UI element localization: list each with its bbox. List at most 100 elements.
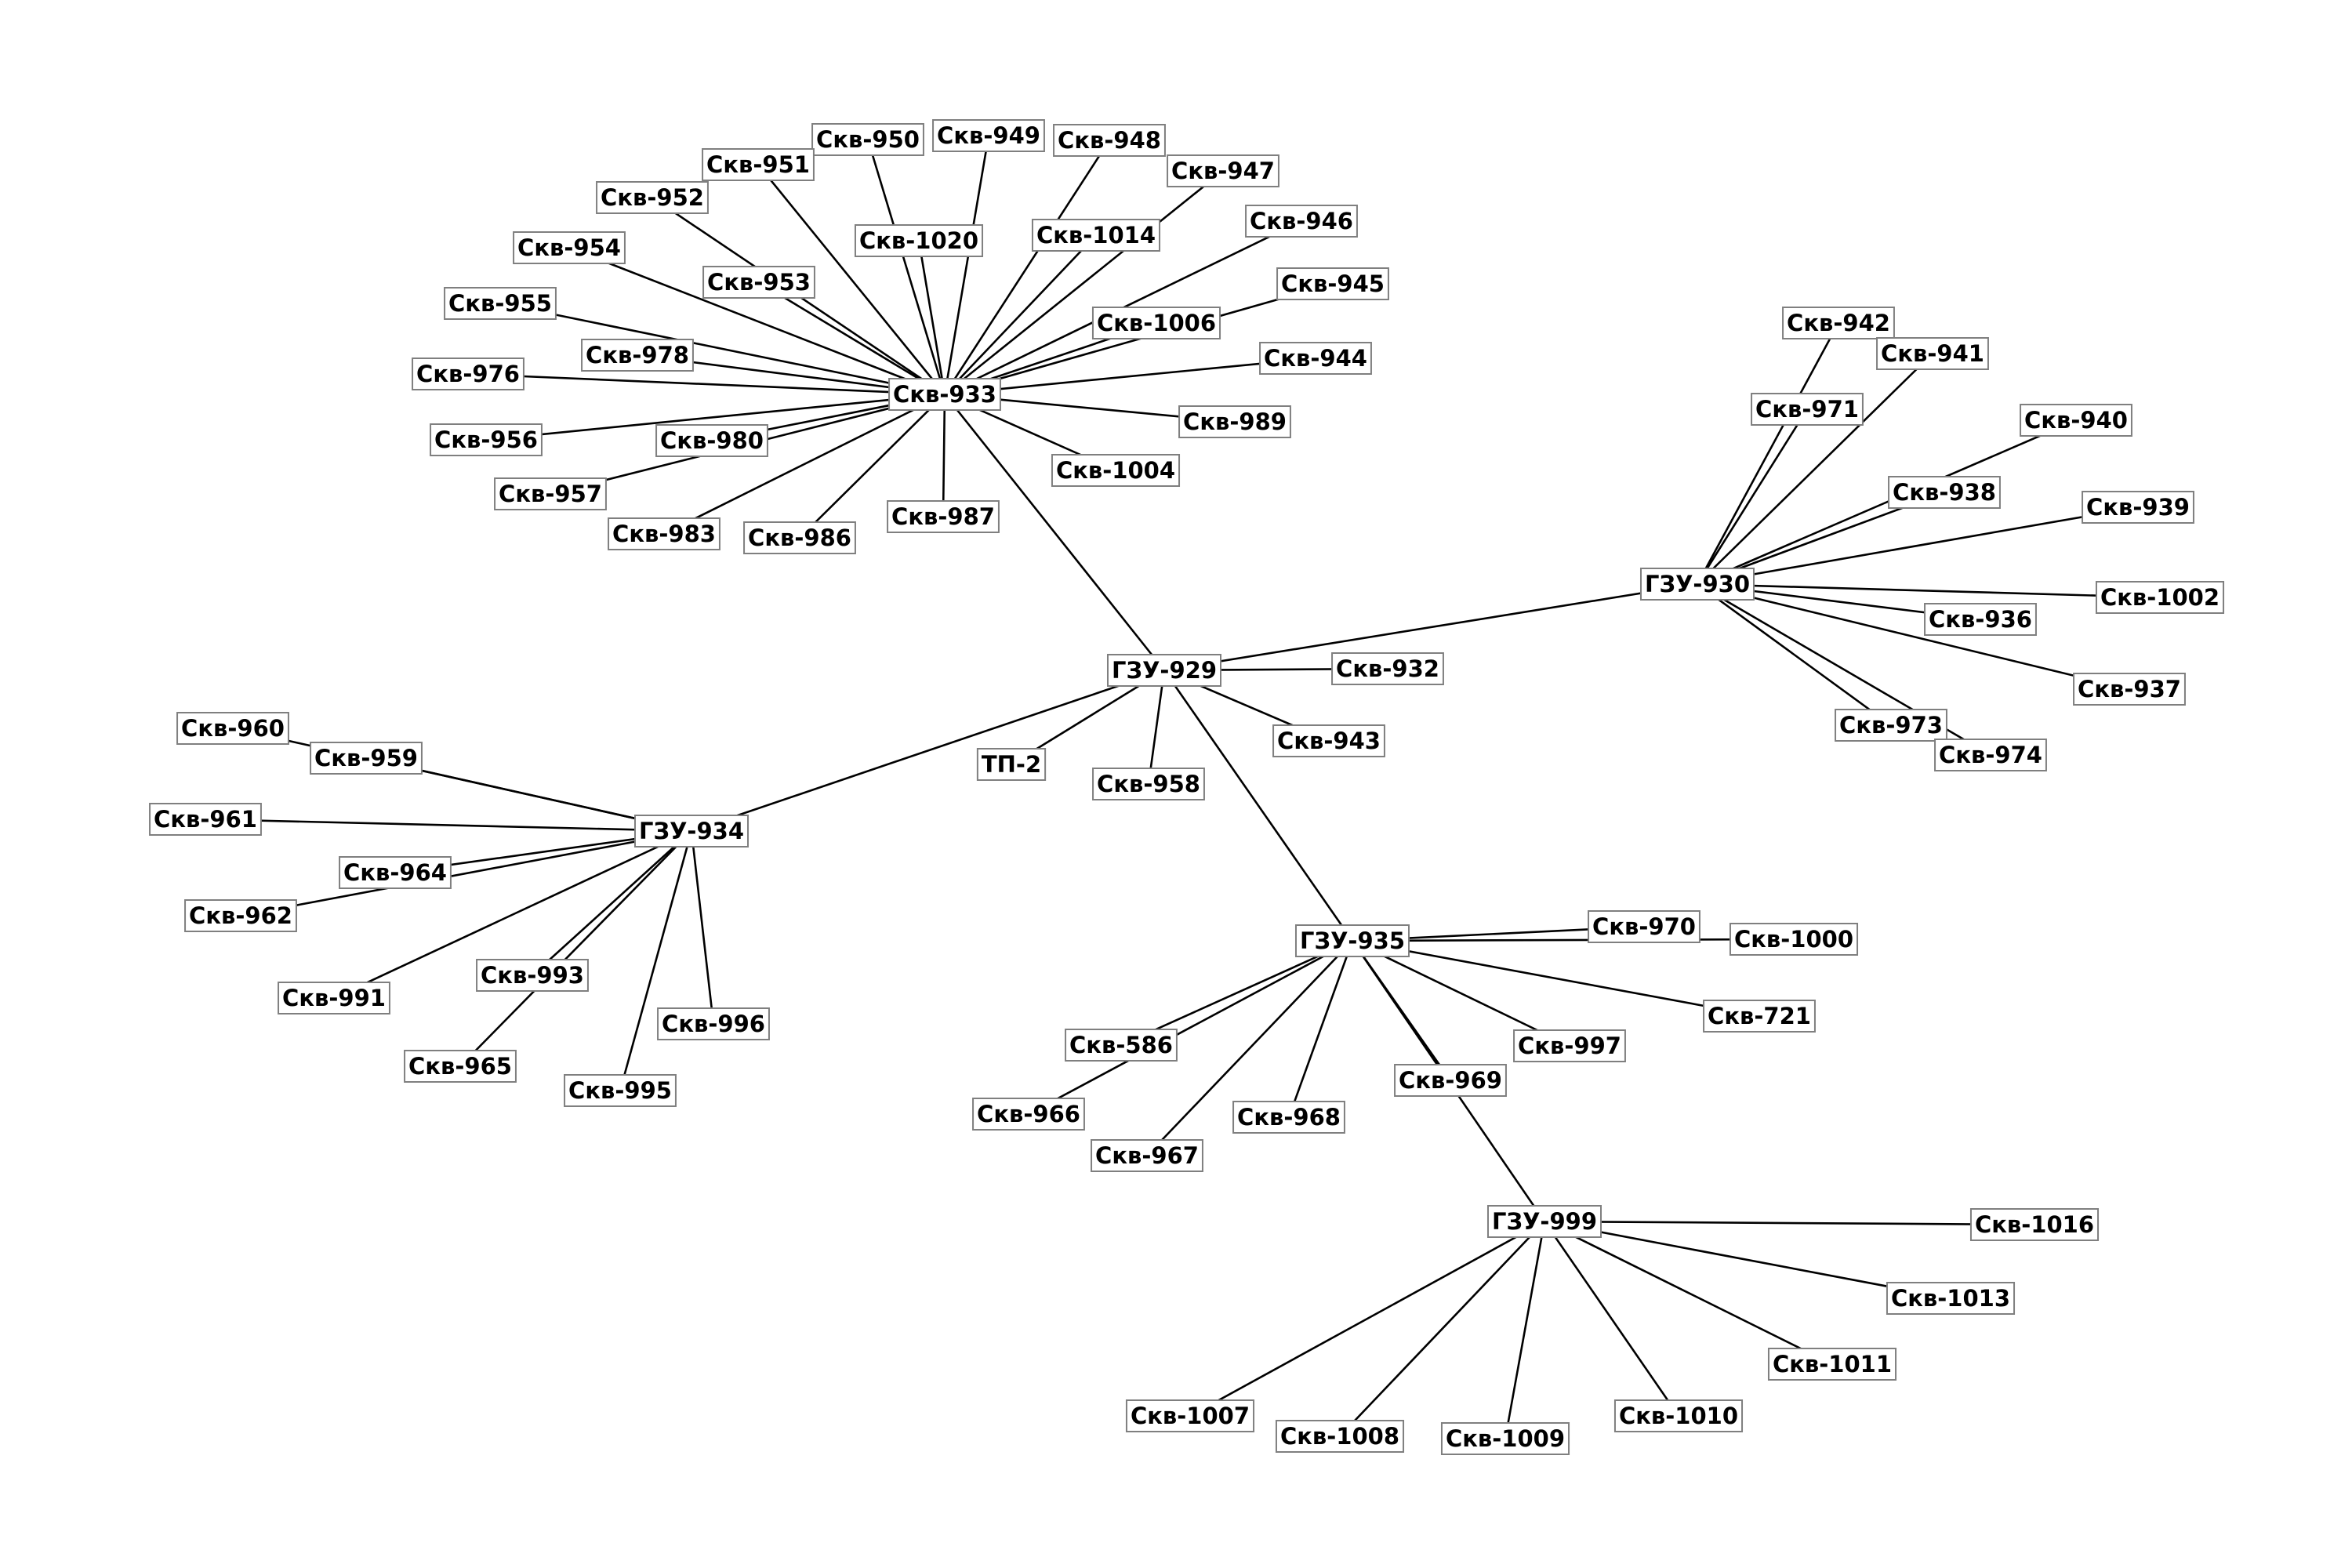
node-s969: Скв-969 <box>1394 1064 1507 1097</box>
edge-gzu929-gzu934 <box>691 669 1165 833</box>
node-box <box>1178 405 1291 438</box>
node-label: Скв-1006 <box>1097 310 1216 336</box>
node-label: Скв-950 <box>816 126 920 153</box>
node-s974: Скв-974 <box>1934 739 2047 771</box>
node-s996: Скв-996 <box>657 1007 770 1040</box>
node-box <box>1331 652 1444 685</box>
edge-s933-s949 <box>943 135 990 395</box>
node-s933: Скв-933 <box>888 378 1001 411</box>
node-s968: Скв-968 <box>1232 1101 1345 1134</box>
node-s954: Скв-954 <box>513 231 626 264</box>
node-s586: Скв-586 <box>1065 1029 1178 1062</box>
node-box <box>608 517 720 550</box>
node-label: Скв-996 <box>662 1011 765 1037</box>
node-label: Скв-962 <box>189 902 292 929</box>
node-label: Скв-986 <box>748 524 851 551</box>
node-box <box>1276 267 1389 300</box>
node-box <box>1588 910 1700 943</box>
node-box <box>1969 1208 2100 1241</box>
node-s1000: Скв-1000 <box>1729 923 1859 956</box>
node-box <box>1065 1029 1178 1062</box>
node-label: Скв-932 <box>1336 655 1439 682</box>
node-box <box>1782 307 1895 339</box>
node-label: Скв-945 <box>1281 270 1385 297</box>
node-s948: Скв-948 <box>1053 124 1166 157</box>
node-label: Скв-1011 <box>1773 1351 1892 1377</box>
node-s940: Скв-940 <box>2020 404 2132 437</box>
node-label: Скв-721 <box>1708 1003 1811 1029</box>
node-s952: Скв-952 <box>596 181 709 214</box>
node-s1008: Скв-1008 <box>1275 1420 1405 1453</box>
node-box <box>887 500 1000 533</box>
node-s721: Скв-721 <box>1703 1000 1816 1033</box>
node-s949: Скв-949 <box>932 119 1045 152</box>
node-label: Скв-995 <box>568 1077 672 1104</box>
node-box <box>1876 337 1989 370</box>
edge-gzu930-s940 <box>1697 419 2077 586</box>
node-s1009: Скв-1009 <box>1440 1422 1570 1455</box>
edge-s933-s951 <box>757 164 946 395</box>
node-label: Скв-948 <box>1058 127 1161 154</box>
edge-s933-s955 <box>499 302 946 396</box>
node-s939: Скв-939 <box>2082 491 2194 524</box>
node-box <box>702 266 815 299</box>
node-box <box>2073 673 2186 706</box>
node-label: Скв-955 <box>448 290 552 317</box>
node-label: Скв-1014 <box>1036 222 1156 249</box>
edge-gzu930-s937 <box>1697 583 2130 691</box>
edge-gzu999-s1013 <box>1544 1220 1951 1300</box>
node-box <box>1053 124 1166 157</box>
node-label: ТП-2 <box>982 751 1041 778</box>
node-s946: Скв-946 <box>1245 205 1358 238</box>
edge-s933-s987 <box>942 394 946 517</box>
node-box <box>1259 342 1372 375</box>
node-s1007: Скв-1007 <box>1125 1399 1255 1432</box>
node-label: Скв-1008 <box>1280 1423 1399 1450</box>
node-label: ГЗУ-999 <box>1492 1208 1597 1235</box>
edge-gzu935-s586 <box>1120 939 1353 1047</box>
edge-gzu999-s1016 <box>1544 1220 2035 1226</box>
node-label: Скв-944 <box>1264 345 1367 372</box>
node-label: Скв-969 <box>1399 1067 1502 1094</box>
node-s941: Скв-941 <box>1876 337 1989 370</box>
node-label: Скв-991 <box>282 985 386 1011</box>
node-box <box>633 815 750 848</box>
edge-gzu930-s973 <box>1697 583 1892 727</box>
node-label: Скв-1002 <box>2100 584 2220 611</box>
edge-gzu930-s939 <box>1697 506 2139 586</box>
node-box <box>581 339 694 372</box>
node-label: Скв-1007 <box>1131 1403 1250 1429</box>
node-box <box>1275 1420 1405 1453</box>
edge-gzu934-s996 <box>690 830 715 1025</box>
node-s957: Скв-957 <box>494 477 607 510</box>
node-label: Скв-951 <box>706 151 810 178</box>
edge-gzu999-s1011 <box>1544 1220 1833 1366</box>
node-box <box>412 358 524 390</box>
node-box <box>1888 476 2001 509</box>
edge-gzu930-s942 <box>1696 322 1840 585</box>
node-s950: Скв-950 <box>811 123 924 156</box>
edge-gzu999-s1010 <box>1543 1221 1680 1417</box>
node-label: Скв-933 <box>893 381 996 408</box>
node-label: Скв-974 <box>1939 742 2042 768</box>
node-box <box>655 424 768 457</box>
node-box <box>476 959 589 992</box>
node-label: Скв-958 <box>1097 771 1200 797</box>
node-box <box>1486 1205 1602 1238</box>
node-box <box>854 224 984 257</box>
node-label: Скв-980 <box>660 427 764 454</box>
edge-s933-s953 <box>758 281 946 396</box>
node-box <box>2095 581 2225 614</box>
node-s966: Скв-966 <box>972 1098 1085 1131</box>
edge-gzu935-s966 <box>1028 939 1353 1116</box>
node-s964: Скв-964 <box>339 856 452 889</box>
node-s983: Скв-983 <box>608 517 720 550</box>
node-label: Скв-952 <box>601 184 704 211</box>
node-label: Скв-940 <box>2024 407 2128 434</box>
node-s944: Скв-944 <box>1259 342 1372 375</box>
node-label: Скв-961 <box>154 806 257 833</box>
edge-gzu935-s721 <box>1352 939 1760 1018</box>
node-box <box>1513 1029 1626 1062</box>
node-box <box>1106 654 1222 687</box>
edge-gzu930-s1002 <box>1697 583 2161 599</box>
